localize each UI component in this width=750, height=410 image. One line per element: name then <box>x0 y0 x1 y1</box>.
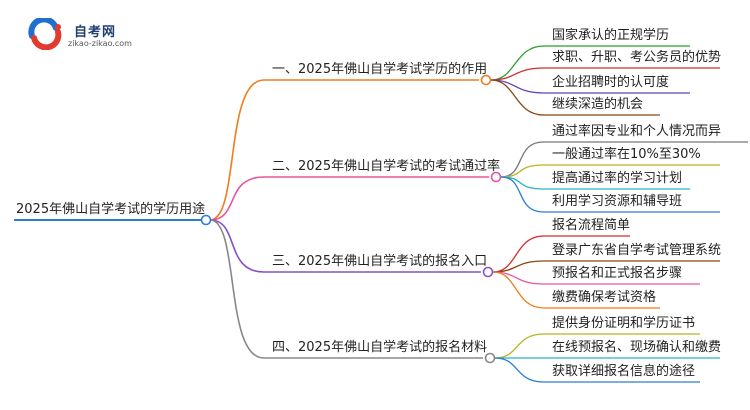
branch-label[interactable]: 四、2025年佛山自学考试的报名材料 <box>272 340 488 355</box>
branch-collapse-toggle[interactable] <box>484 352 496 364</box>
leaf-connector <box>494 357 545 383</box>
root-collapse-toggle[interactable] <box>200 214 212 226</box>
leaf-connector <box>500 164 545 178</box>
branch-connector <box>209 176 265 221</box>
leaf-label[interactable]: 报名流程简单 <box>552 218 631 233</box>
branch-collapse-toggle[interactable] <box>482 266 494 278</box>
leaf-connector <box>500 141 545 178</box>
leaf-label[interactable]: 通过率因专业和个人情况而异 <box>552 124 722 139</box>
branch-connector <box>209 219 265 273</box>
branch-label[interactable]: 一、2025年佛山自学考试学历的作用 <box>272 62 488 77</box>
leaf-label[interactable]: 在线预报名、现场确认和缴费 <box>552 340 722 355</box>
branch-collapse-toggle[interactable] <box>490 171 502 183</box>
leaf-connector <box>490 45 545 81</box>
branch-connector <box>209 219 265 359</box>
leaf-connector <box>500 176 545 213</box>
leaf-connector <box>490 79 545 116</box>
leaf-connector <box>492 235 545 273</box>
leaf-label[interactable]: 提高通过率的学习计划 <box>552 171 683 186</box>
leaf-label[interactable]: 获取详细报名信息的途径 <box>552 364 696 379</box>
branch-connector <box>209 79 265 221</box>
logo-mark-icon <box>28 16 62 51</box>
leaf-label[interactable]: 求职、升职、考公务员的优势 <box>552 50 722 65</box>
leaf-label[interactable]: 预报名和正式报名步骤 <box>552 266 683 281</box>
branch-label[interactable]: 三、2025年佛山自学考试的报名入口 <box>272 254 488 269</box>
leaf-connector <box>494 333 545 359</box>
root-node-label[interactable]: 2025年佛山自学考试的学历用途 <box>16 202 206 217</box>
leaf-label[interactable]: 登录广东省自学考试管理系统 <box>552 243 722 258</box>
leaf-connector <box>492 271 545 309</box>
leaf-label[interactable]: 提供身份证明和学历证书 <box>552 316 696 331</box>
leaf-label[interactable]: 继续深造的机会 <box>552 97 644 112</box>
leaf-label[interactable]: 企业招聘时的认可度 <box>552 75 670 90</box>
logo-subtitle: zikao-zikao.com <box>68 39 132 48</box>
branch-collapse-toggle[interactable] <box>480 74 492 86</box>
branch-label[interactable]: 二、2025年佛山自学考试的考试通过率 <box>272 159 501 174</box>
leaf-connector <box>500 176 545 190</box>
logo-title: 自考网 <box>74 25 117 40</box>
site-logo[interactable]: 自考网 zikao-zikao.com <box>28 16 148 51</box>
leaf-label[interactable]: 利用学习资源和辅导班 <box>552 194 683 209</box>
leaf-label[interactable]: 缴费确保考试资格 <box>552 290 657 305</box>
leaf-label[interactable]: 国家承认的正规学历 <box>552 28 670 43</box>
leaf-label[interactable]: 一般通过率在10%至30% <box>552 147 701 162</box>
